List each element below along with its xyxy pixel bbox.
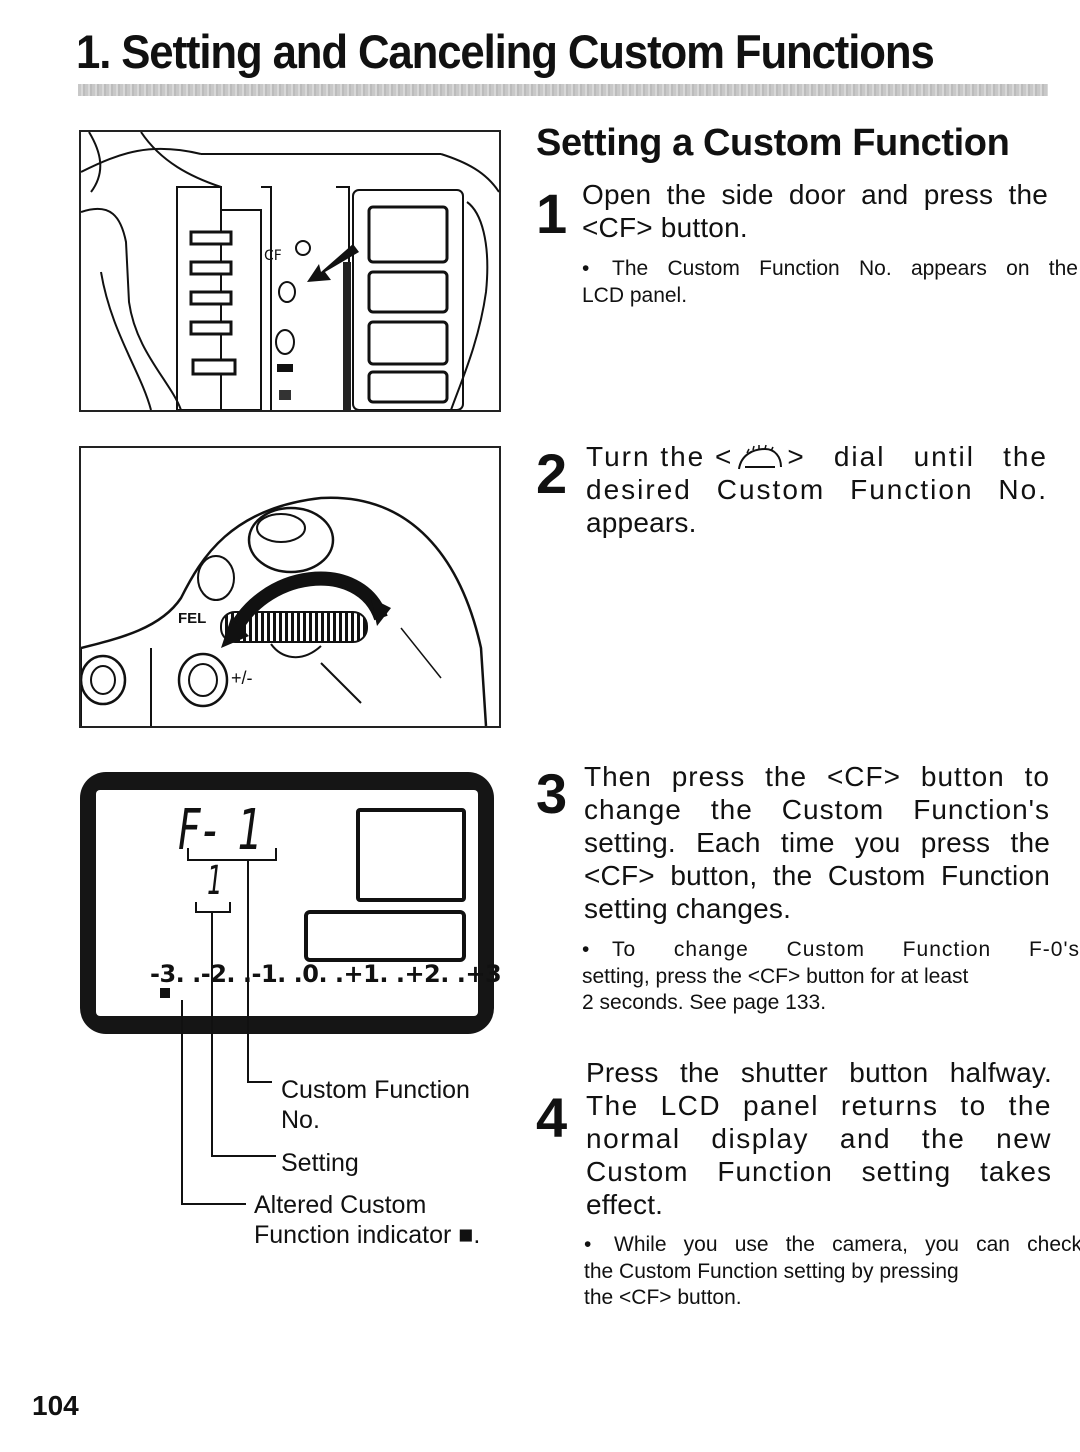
cf-button-label: CF	[264, 248, 282, 264]
callout-setting: Setting	[281, 1149, 359, 1177]
lcd-exposure-scale: -3. .-2. .-1. .0. .+1. .+2. .+3	[150, 960, 502, 988]
step-2-number: 2	[536, 442, 568, 505]
step-4-note: •While you use the camera, you can check…	[584, 1233, 1080, 1309]
bullet-icon: •	[584, 1233, 592, 1256]
dial-illustration	[81, 496, 488, 726]
step-4-number: 4	[536, 1086, 568, 1149]
bullet-icon: •	[582, 938, 591, 961]
step-1-note: •The Custom Function No. appears on the …	[582, 257, 1078, 307]
exposure-comp-icon: +/-	[231, 668, 253, 688]
figure-cf-button: CF	[79, 130, 501, 412]
fel-button-label: FEL	[178, 610, 207, 627]
step-1-text: Open the side door and press the <CF> bu…	[582, 179, 1048, 243]
step-2-text: Turn the < > dial until the desired Cust…	[586, 441, 1048, 538]
camera-side-illustration	[81, 132, 499, 410]
callout-custom-function-no: Custom Function No.	[281, 1076, 470, 1134]
section-heading: Setting a Custom Function	[536, 122, 1010, 164]
lcd-setting-digit: 1	[207, 858, 223, 904]
callout-altered-indicator: Altered Custom Function indicator ■.	[254, 1191, 481, 1249]
lcd-square-segment	[356, 808, 466, 902]
lcd-custom-function-no: F- 1	[178, 798, 267, 863]
figure-main-dial: FEL +/-	[79, 446, 501, 728]
title-rule	[78, 84, 1048, 96]
step-3-text: Then press the <CF> button to change the…	[584, 761, 1050, 924]
page-number: 104	[32, 1390, 79, 1421]
step-4-text: Press the shutter button halfway. The LC…	[586, 1057, 1052, 1220]
lcd-rect-segment	[304, 910, 466, 962]
bullet-icon: •	[582, 257, 590, 280]
step-1-number: 1	[536, 182, 568, 245]
main-dial-icon	[738, 444, 783, 469]
step-3-number: 3	[536, 762, 568, 825]
page-title: 1. Setting and Canceling Custom Function…	[76, 25, 935, 78]
altered-indicator-icon	[160, 988, 170, 998]
step-3-note: •To change Custom Function F-0's setting…	[582, 938, 1080, 1014]
